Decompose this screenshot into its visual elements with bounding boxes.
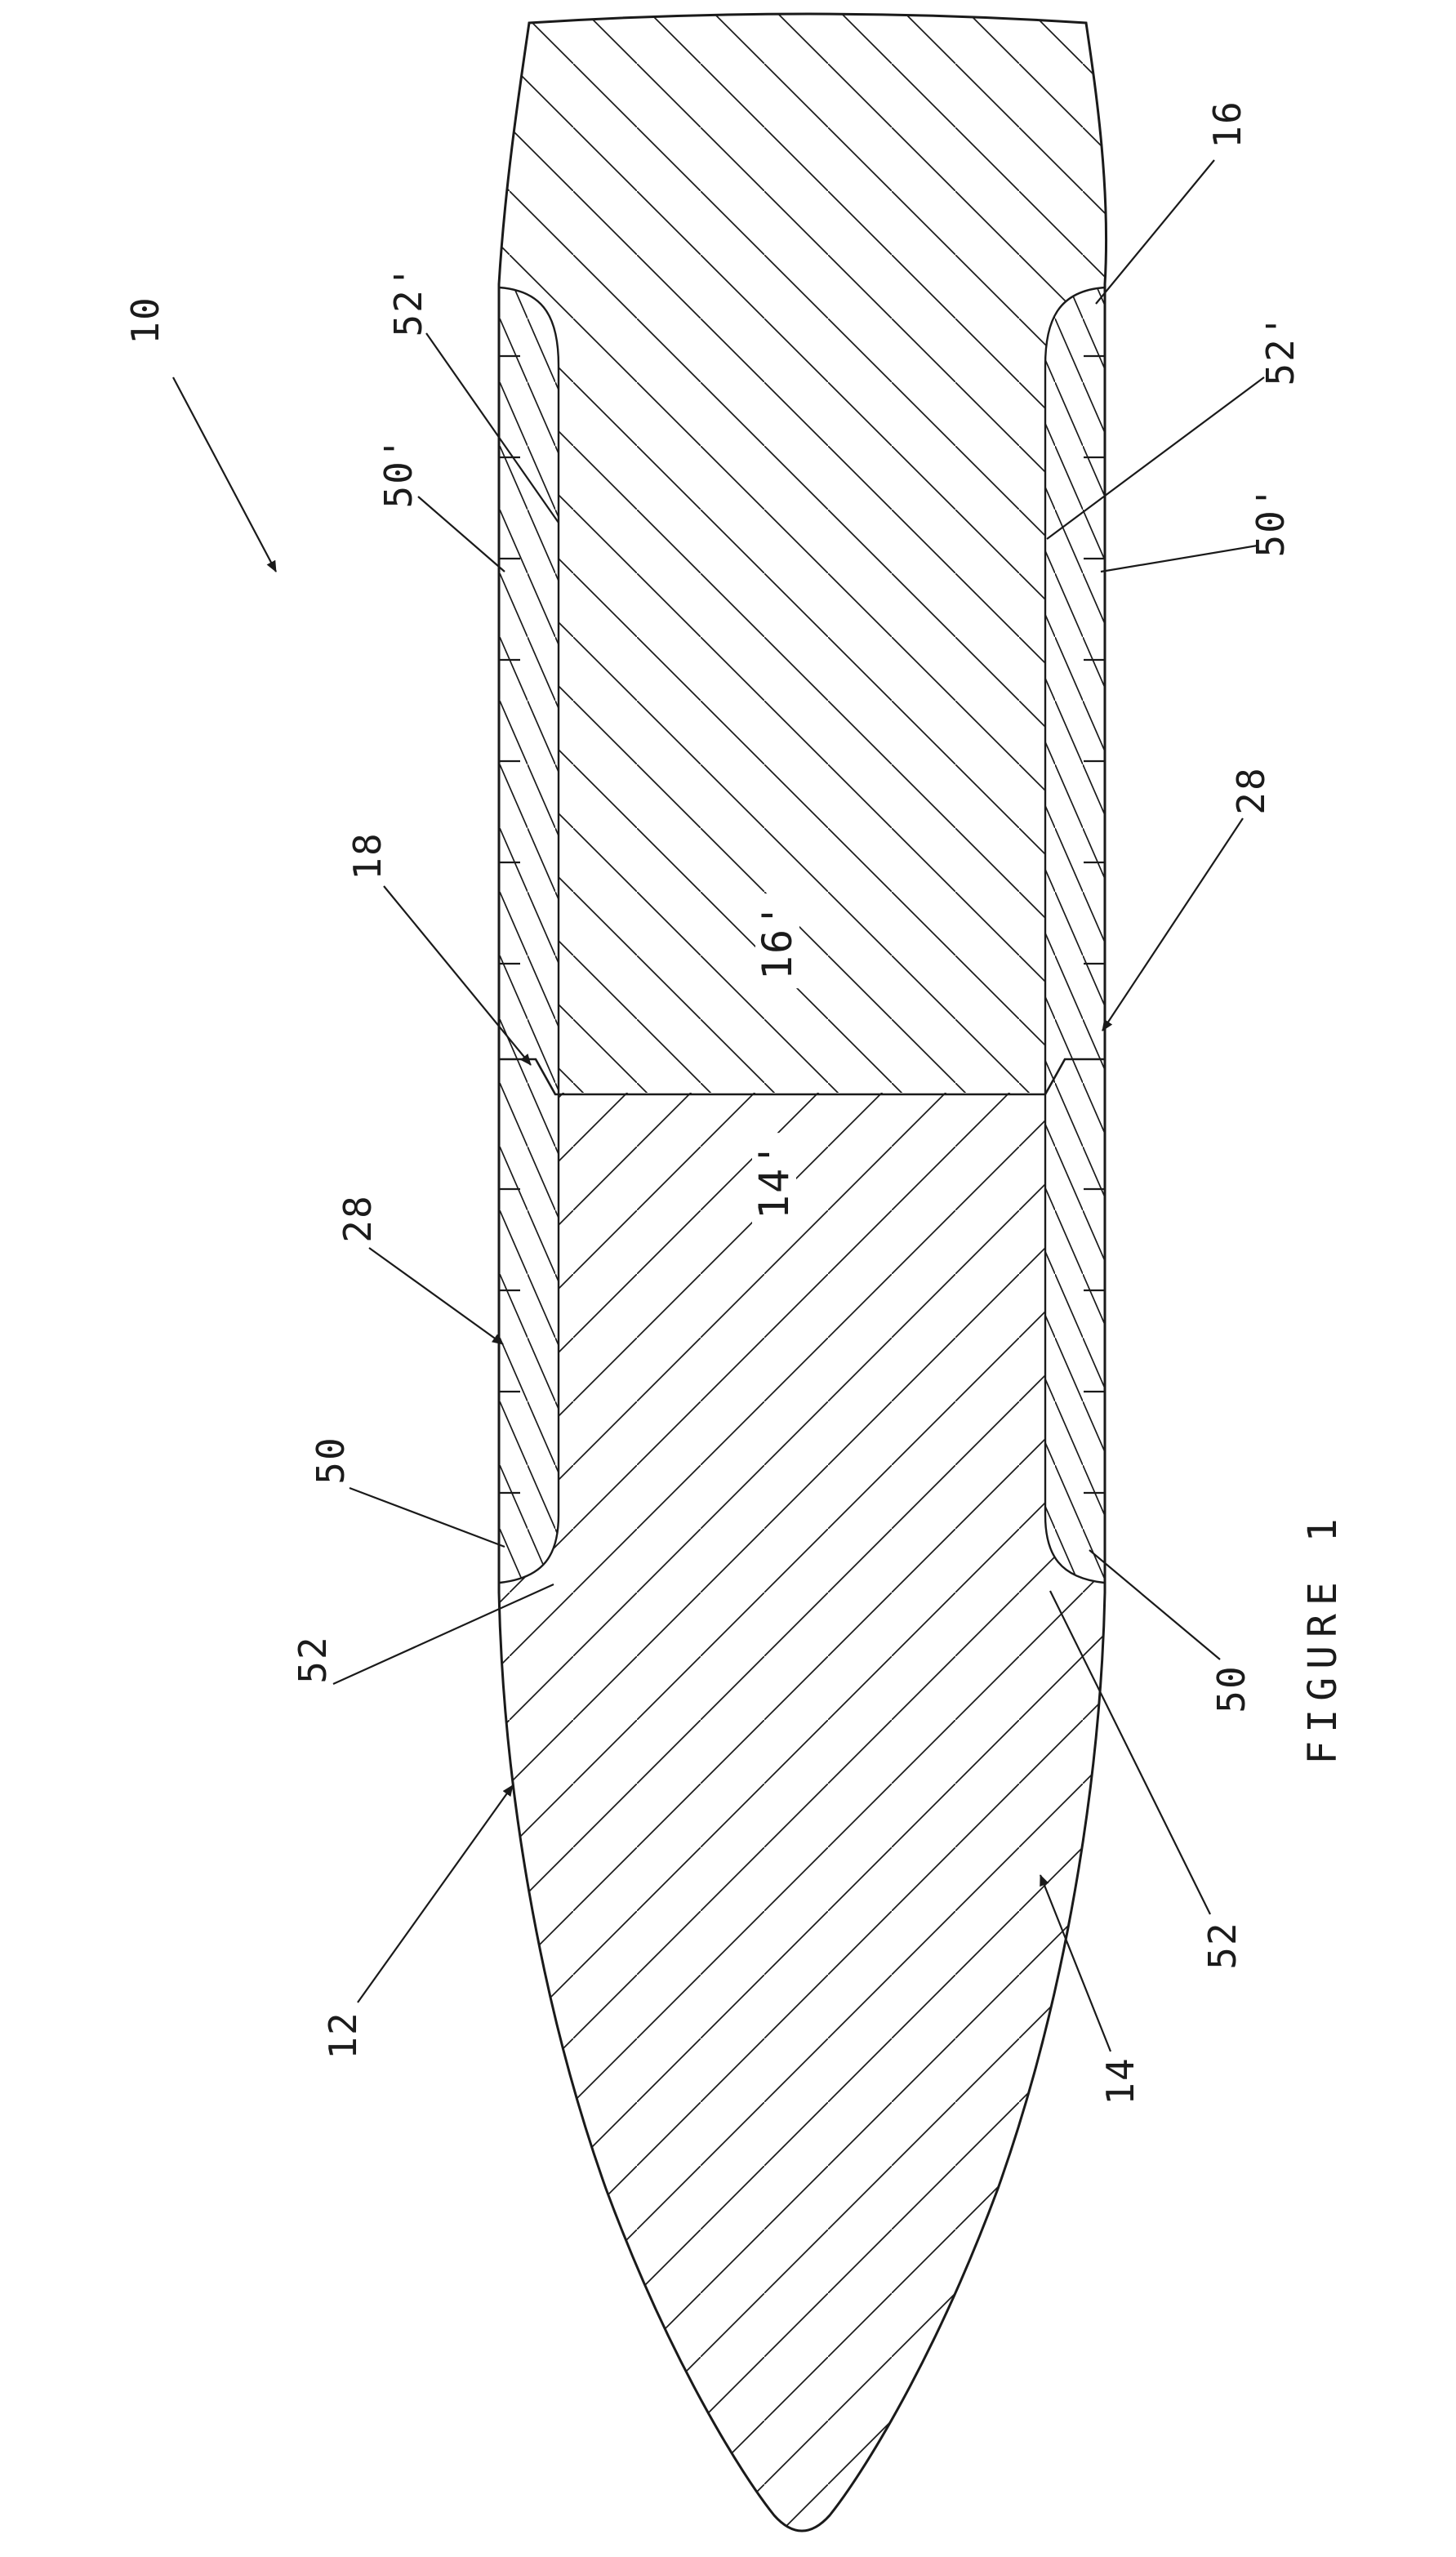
leader-50p-top-left <box>417 496 505 572</box>
leader-50-left <box>349 1486 505 1548</box>
callout-50-left: 50 <box>309 1436 353 1485</box>
leader-10-arrow <box>172 376 277 572</box>
leader-16 <box>1095 159 1215 305</box>
leader-52p-top-right <box>1046 376 1265 540</box>
callout-10: 10 <box>123 296 167 345</box>
left-jacket-strip <box>497 286 560 1584</box>
leader-52-right <box>1049 1590 1211 1915</box>
callout-28-right: 28 <box>1229 766 1273 815</box>
bullet-outline-stroke <box>497 12 1108 2532</box>
leader-50-right <box>1089 1549 1221 1660</box>
callout-16-prime: 16' <box>754 893 801 989</box>
callout-52-left: 52 <box>291 1635 335 1684</box>
callout-14: 14 <box>1098 2056 1142 2105</box>
callout-50-right: 50 <box>1209 1664 1253 1713</box>
leader-28-left-arrow <box>368 1247 504 1345</box>
callout-16: 16 <box>1205 100 1249 149</box>
right-jacket-strip <box>1044 286 1106 1584</box>
left-serration-ticks <box>499 354 520 1495</box>
figure-caption: FIGURE 1 <box>1300 1510 1346 1765</box>
callout-50p-top-right: 50' <box>1249 484 1293 558</box>
callout-52-right: 52 <box>1200 1921 1245 1970</box>
rear-section-hatch <box>499 14 1106 1093</box>
callout-52p-top-left: 52' <box>386 264 430 337</box>
callout-52p-top-right: 52' <box>1258 313 1302 386</box>
callout-28-left: 28 <box>336 1194 380 1243</box>
callout-14-prime: 14' <box>750 1132 798 1228</box>
callout-18: 18 <box>345 831 390 880</box>
leader-12-arrow <box>357 1784 514 2003</box>
leader-50p-top-right <box>1100 544 1258 573</box>
leader-18-arrow <box>383 885 532 1066</box>
callout-12: 12 <box>321 2011 365 2060</box>
right-serration-ticks <box>1084 354 1105 1495</box>
callout-50p-top-left: 50' <box>376 435 421 509</box>
bullet-body <box>497 12 1108 2532</box>
leader-52-left <box>332 1583 554 1686</box>
leader-52p-top-left <box>425 332 559 523</box>
leader-lines <box>172 159 1265 2052</box>
leader-14-arrow <box>1039 1874 1112 2052</box>
leader-28-right-arrow <box>1102 817 1244 1031</box>
